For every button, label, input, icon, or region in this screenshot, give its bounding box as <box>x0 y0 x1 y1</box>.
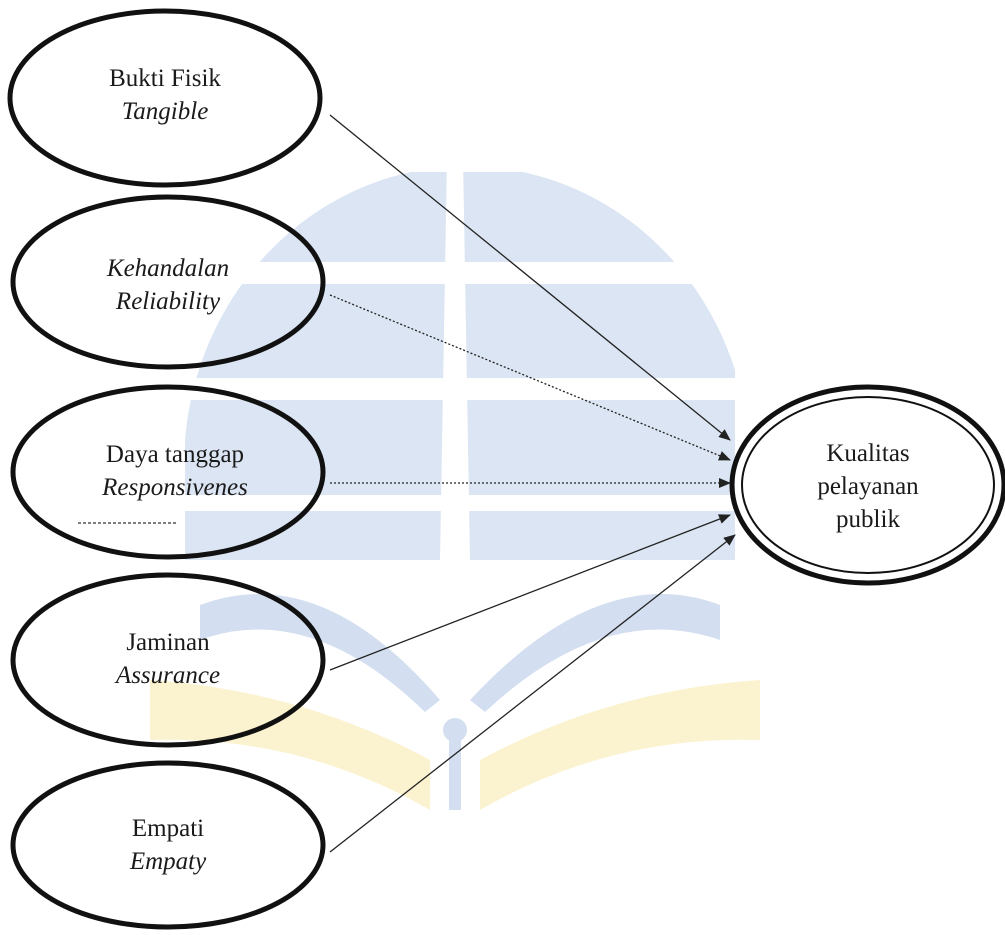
node-assurance-title: Jaminan <box>126 629 210 656</box>
target-ellipse-outer <box>729 384 1005 586</box>
node-reliability-title: Kehandalan <box>106 255 230 282</box>
arrows <box>329 114 736 853</box>
watermark-book-right-yellow <box>480 680 760 810</box>
node-assurance-subtitle: Assurance <box>115 662 221 689</box>
ellipse-responsiveness <box>10 384 326 560</box>
ellipse-tangible <box>7 8 323 188</box>
arrow-empathy <box>329 534 736 853</box>
node-tangible-subtitle: Tangible <box>121 98 209 125</box>
target-ellipse-inner <box>741 396 995 574</box>
node-tangible-title: Bukti Fisik <box>109 65 221 92</box>
node-tangible: Bukti Fisik Tangible <box>45 62 285 128</box>
node-service-quality-line1: Kualitas <box>826 440 910 467</box>
watermark-book-right-blue <box>470 594 720 712</box>
node-responsiveness-title: Daya tanggap <box>105 441 245 468</box>
source-ellipses <box>7 8 326 930</box>
watermark-pen-shaft <box>449 735 461 810</box>
arrow-tangible <box>329 114 731 441</box>
node-reliability: Kehandalan Reliability <box>48 252 288 318</box>
node-empathy: Empati Empaty <box>48 812 288 878</box>
node-responsiveness-subtitle: Responsivenes <box>102 474 248 501</box>
node-service-quality-line3: publik <box>836 506 900 533</box>
node-assurance: Jaminan Assurance <box>48 626 288 692</box>
ellipse-empathy <box>10 760 326 930</box>
node-reliability-subtitle: Reliability <box>115 288 221 315</box>
node-empathy-subtitle: Empaty <box>129 848 207 875</box>
watermark-road <box>440 100 470 560</box>
node-responsiveness: Daya tanggap Responsivenes <box>55 438 295 504</box>
watermark-book-left-yellow <box>150 680 430 810</box>
arrow-reliability <box>329 294 731 461</box>
arrow-assurance <box>329 514 731 671</box>
ellipse-assurance <box>10 572 326 748</box>
watermark-globe-stripe-1 <box>180 150 750 172</box>
ellipse-reliability <box>10 194 326 370</box>
node-service-quality: Kualitas pelayanan publik <box>758 437 978 536</box>
node-empathy-title: Empati <box>131 815 205 842</box>
node-service-quality-line2: pelayanan <box>817 473 919 500</box>
watermark-book-left-blue <box>200 594 440 712</box>
target-ellipse <box>729 384 1005 586</box>
